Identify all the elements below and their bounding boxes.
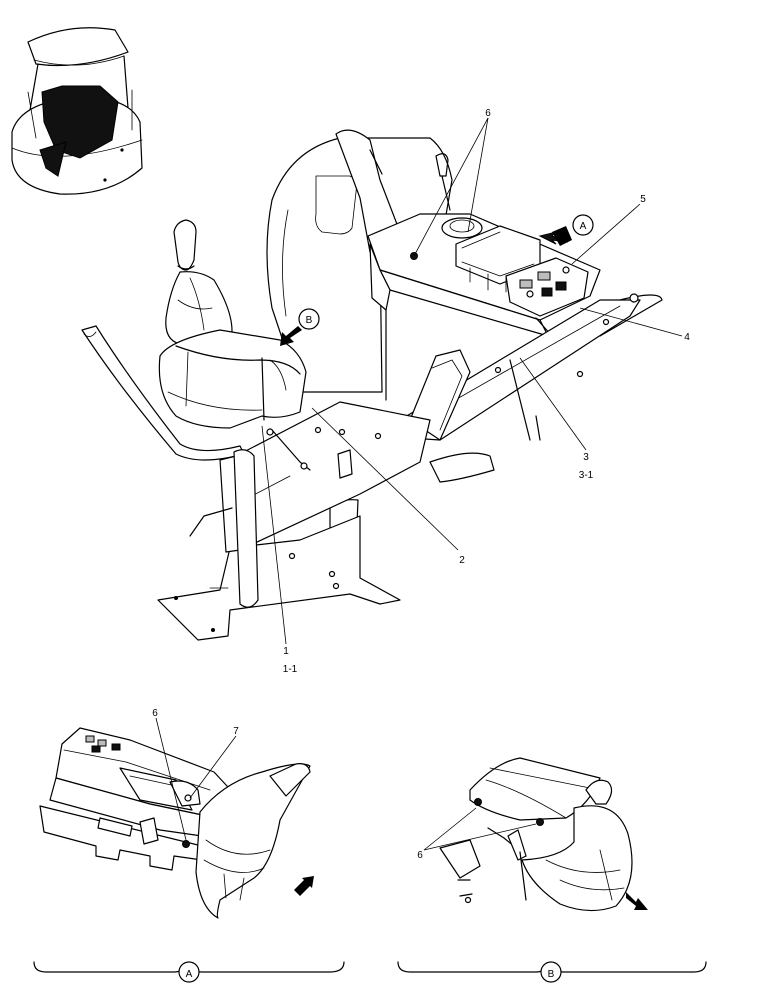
cab-locator-thumbnail [11, 27, 143, 195]
left-lever-grip [173, 219, 197, 271]
callout-5: 5 [640, 194, 646, 205]
callout-4: 4 [684, 332, 690, 343]
caption-b: B [397, 961, 707, 983]
callout-6-detail-b: 6 [417, 850, 423, 861]
callout-3-1: 3-1 [579, 470, 594, 481]
detail-view-b: 6 [417, 757, 648, 912]
caption-a: A [33, 961, 345, 983]
callouts-main: 6 5 4 3 3-1 2 1 1-1 [261, 108, 690, 675]
callout-1: 1 [283, 646, 289, 657]
caption-b-label: B [548, 969, 555, 980]
left-console [158, 329, 307, 429]
screw-6-detail-a [182, 840, 190, 848]
caption-a-label: A [186, 969, 193, 980]
view-b-label-main: B [306, 315, 313, 326]
callout-1-1: 1-1 [283, 664, 298, 675]
callout-7: 7 [233, 726, 239, 737]
view-a-marker-main: A [538, 214, 594, 246]
screw-6-detail-b-1 [474, 798, 482, 806]
screw-6-detail-b-2 [536, 818, 544, 826]
main-assembly [81, 129, 663, 641]
callout-6-main: 6 [485, 108, 491, 119]
callout-6-detail-a: 6 [152, 708, 158, 719]
detail-view-a: 6 7 [39, 708, 314, 919]
callout-3: 3 [583, 452, 589, 463]
view-a-label-main: A [580, 221, 587, 232]
callout-2: 2 [459, 555, 465, 566]
view-b-marker-main: B [280, 308, 320, 346]
